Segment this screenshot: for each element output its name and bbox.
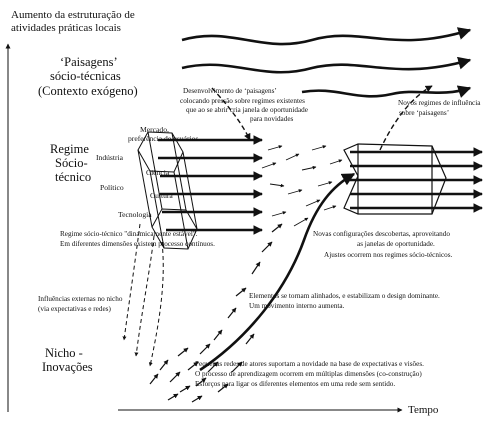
svg-text:para novidades: para novidades bbox=[250, 115, 294, 123]
svg-text:Pequenas redes de atores supor: Pequenas redes de atores suportam a novi… bbox=[195, 360, 424, 368]
annotation-new-configurations: Novas configurações descobertas, aprovei… bbox=[313, 230, 453, 259]
annotation-landscape-pressure: Desenvolvimento de ‘paisagens’ colocando… bbox=[180, 87, 308, 123]
svg-text:O processo de aprendizagem oco: O processo de aprendizagem ocorrem em mú… bbox=[195, 370, 422, 378]
level-niche-line2: Inovações bbox=[42, 360, 93, 374]
svg-text:Um movimento interno aumenta.: Um movimento interno aumenta. bbox=[249, 302, 345, 310]
annotation-dynamic-stability: Regime sócio-técnico "dinamicamente está… bbox=[60, 230, 215, 248]
svg-text:Desenvolvimento de ‘paisagens’: Desenvolvimento de ‘paisagens’ bbox=[183, 87, 277, 95]
svg-text:Influências externas no nicho: Influências externas no nicho bbox=[38, 295, 123, 303]
external-influence-dashed-lines bbox=[122, 223, 164, 367]
dimension-market-line1: Mercado, bbox=[140, 125, 169, 134]
svg-text:Esforços para ligar os diferen: Esforços para ligar os diferentes elemen… bbox=[195, 380, 395, 388]
annotation-new-regime: Novos regimes de influência sobre ‘paisa… bbox=[398, 99, 481, 117]
svg-text:(via expectativas e redes): (via expectativas e redes) bbox=[38, 305, 111, 313]
svg-text:sobre ‘paisagens’: sobre ‘paisagens’ bbox=[399, 109, 449, 117]
regime-transition-arrows bbox=[261, 145, 343, 227]
y-axis-label-line1: Aumento da estruturação de bbox=[11, 9, 135, 21]
level-regime-line2: Sócio- bbox=[55, 156, 88, 170]
level-regime-line1: Regime bbox=[50, 142, 89, 156]
svg-text:Novas configurações descoberta: Novas configurações descobertas, aprovei… bbox=[313, 230, 450, 238]
svg-text:colocando pressão sobre regime: colocando pressão sobre regimes existent… bbox=[180, 97, 305, 105]
annotation-alignment: Elementos se tornam alinhados, e estabil… bbox=[249, 292, 440, 310]
svg-text:Elementos se tornam alinhados,: Elementos se tornam alinhados, e estabil… bbox=[249, 292, 440, 300]
svg-text:as janelas de oportunidade.: as janelas de oportunidade. bbox=[357, 240, 435, 248]
dimension-science: Ciência bbox=[146, 168, 170, 177]
new-regime-influence-dashed-curve bbox=[379, 85, 433, 151]
old-regime-prism bbox=[137, 131, 198, 250]
annotation-external-influences: Influências externas no nicho (via expec… bbox=[38, 295, 123, 313]
dimension-market-line2: preferência de usuários bbox=[128, 134, 198, 143]
dimension-culture: Cultura bbox=[150, 191, 173, 200]
landscape-wave-arrows bbox=[181, 27, 472, 98]
landscape-wave-middle bbox=[181, 56, 472, 74]
level-landscape-line3: (Contexto exógeno) bbox=[38, 84, 138, 98]
level-regime-line3: técnico bbox=[55, 170, 91, 184]
annotation-niche-process: Pequenas redes de atores suportam a novi… bbox=[195, 360, 424, 388]
svg-text:Novos regimes de influência: Novos regimes de influência bbox=[398, 99, 481, 107]
landscape-pressure-dashed-curve bbox=[211, 87, 251, 141]
regime-trajectory-arrows bbox=[158, 135, 263, 235]
new-regime-arrows bbox=[350, 147, 483, 213]
svg-text:Ajustes ocorrem nos regimes só: Ajustes ocorrem nos regimes sócio-técnic… bbox=[324, 251, 453, 259]
dimension-policy: Político bbox=[100, 183, 124, 192]
level-landscape-line2: sócio-técnicas bbox=[50, 69, 121, 83]
level-niche-line1: Nicho - bbox=[45, 346, 83, 360]
x-axis-label: Tempo bbox=[408, 404, 439, 416]
dimension-technology: Tecnologia bbox=[118, 210, 152, 219]
level-landscape-line1: ‘Paisagens’ bbox=[60, 55, 118, 69]
svg-text:Em diferentes dimensões existe: Em diferentes dimensões existem processo… bbox=[60, 240, 215, 248]
dimension-industry: Indústria bbox=[96, 153, 124, 162]
landscape-wave-top bbox=[181, 27, 472, 46]
niche-experiment-arrows bbox=[149, 223, 283, 403]
landscape-wave-bottom bbox=[301, 85, 472, 98]
niche-breakthrough-curve bbox=[199, 172, 356, 372]
svg-text:que ao se abrir cria janela de: que ao se abrir cria janela de oportunid… bbox=[186, 106, 308, 114]
y-axis-label-line2: atividades práticas locais bbox=[11, 22, 121, 34]
svg-text:Regime sócio-técnico "dinamica: Regime sócio-técnico "dinamicamente está… bbox=[60, 230, 198, 238]
